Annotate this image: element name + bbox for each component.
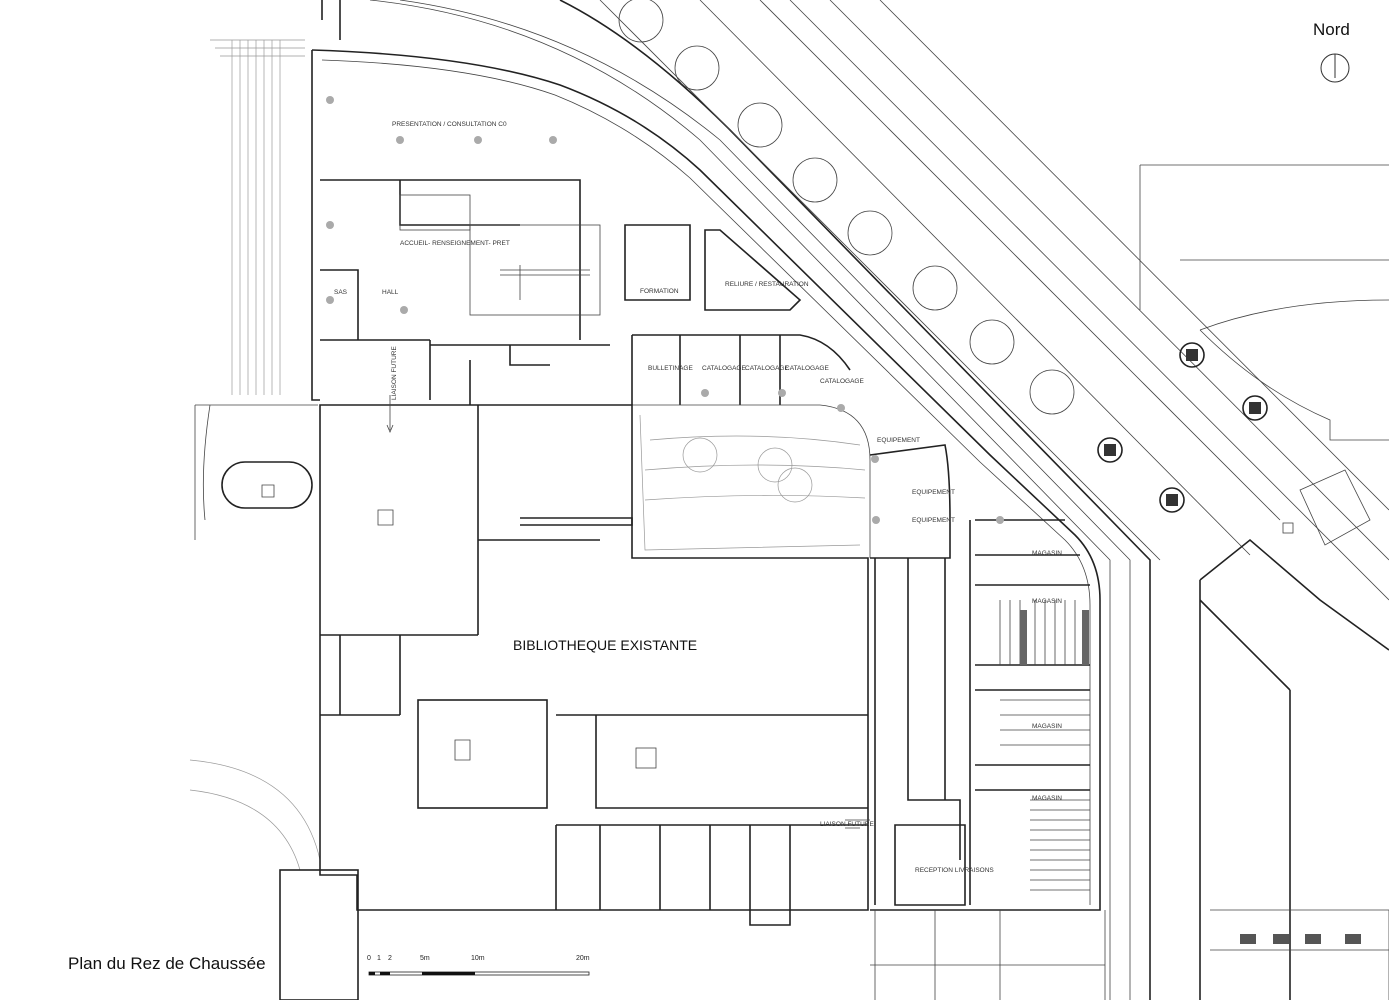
scale-label: 10m [471,955,485,962]
street-lines [321,0,1389,1000]
north-label: Nord [1313,20,1350,39]
scale-label: 20m [576,955,590,962]
label-bulletinage: BULLETINAGE [648,365,693,372]
label-liaison-vertical: LIAISON FUTURE [391,346,398,400]
label-liaison-horizontal: LIAISON FUTURE [820,821,874,828]
room-labels: PRESENTATION / CONSULTATION C0 ACCUEIL- … [334,121,1062,874]
label-equipement: EQUIPEMENT [877,437,920,444]
new-building [311,49,1106,1000]
label-catalogage: CATALOGAGE [702,365,746,372]
columns [326,96,1004,524]
label-magasin: MAGASIN [1032,795,1062,802]
label-existing-library: BIBLIOTHEQUE EXISTANTE [513,637,697,653]
label-magasin: MAGASIN [1032,598,1062,605]
plan-title: Plan du Rez de Chaussée [68,954,266,973]
scale-label: 2 [388,955,392,962]
scale-label: 0 [367,955,371,962]
label-magasin: MAGASIN [1032,550,1062,557]
label-hall: HALL [382,289,399,296]
trees [618,0,1361,944]
label-accueil: ACCUEIL- RENSEIGNEMENT- PRET [400,240,510,247]
label-catalogage: CATALOGAGE [745,365,789,372]
scale-bar: 0 1 2 5m 10m 20m [367,955,590,976]
label-presentation: PRESENTATION / CONSULTATION C0 [392,121,507,128]
label-equipement: EQUIPEMENT [912,517,955,524]
label-catalogage: CATALOGAGE [820,378,864,385]
label-sas: SAS [334,289,348,296]
label-magasin: MAGASIN [1032,723,1062,730]
label-equipement: EQUIPEMENT [912,489,955,496]
label-reception: RECEPTION LIVRAISONS [915,867,994,874]
scale-label: 1 [377,955,381,962]
left-terrace-steps [189,39,359,1000]
existing-library [319,404,869,926]
scale-label: 5m [420,955,430,962]
label-formation: FORMATION [640,288,679,295]
north-indicator: Nord [1313,20,1350,83]
label-reliure: RELIURE / RESTAURATION [725,281,809,288]
label-catalogage: CATALOGAGE [785,365,829,372]
